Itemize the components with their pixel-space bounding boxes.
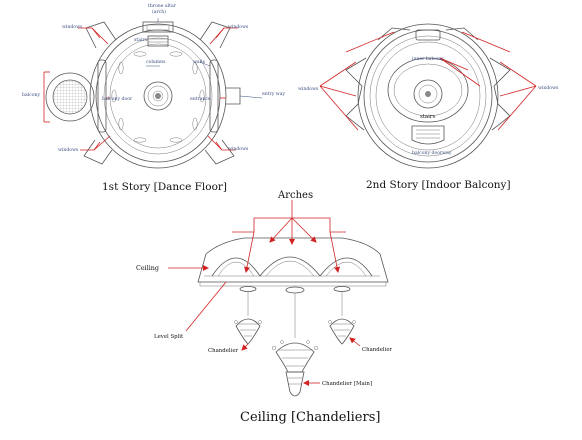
ceiling-dome	[197, 237, 389, 283]
label-chandelier-right: Chandelier	[362, 347, 393, 353]
label-windows-top-right: windows	[228, 24, 249, 30]
label-second-story-stairs: stairs	[420, 114, 435, 120]
chandelier-main-shape	[271, 340, 319, 397]
label-inner-balcony: inner balcony	[412, 56, 444, 62]
ceiling-arches	[211, 256, 373, 277]
label-windows-left: windows	[298, 86, 319, 92]
first-story-stairs	[147, 35, 169, 47]
label-windows-bottom-left: windows	[58, 147, 79, 153]
second-story-outer-wall	[357, 23, 499, 169]
first-story-window-wedges	[83, 21, 235, 165]
ceiling-section	[197, 237, 389, 397]
second-story-caption: 2nd Story [Indoor Balcony]	[366, 179, 511, 191]
ceiling-caption: Ceiling [Chandeliers]	[240, 410, 380, 425]
label-entrance: entrance	[190, 96, 211, 102]
first-story-outer-wall	[89, 23, 227, 169]
inner-balcony	[387, 57, 469, 123]
label-walls: walls	[193, 59, 206, 65]
first-story-caption: 1st Story [Dance Floor]	[102, 181, 227, 193]
label-throne-altar: throne altar	[148, 3, 177, 9]
label-balcony-door: balcony door	[102, 96, 133, 102]
label-windows-right: windows	[538, 85, 559, 91]
second-story-plan	[345, 23, 511, 169]
ceiling-guides	[168, 200, 361, 386]
second-story-stairs	[411, 125, 445, 145]
first-story-guides	[43, 27, 238, 151]
label-ceiling: Ceiling	[136, 264, 159, 272]
label-entry-way: entry way	[262, 91, 285, 97]
label-arches: Arches	[277, 190, 313, 201]
label-level-split: Level Split	[154, 334, 184, 340]
first-story-balcony	[45, 72, 95, 122]
label-arch: (arch)	[152, 8, 166, 15]
second-story-guides	[319, 31, 537, 131]
label-chandelier-main: Chandelier [Main]	[322, 381, 372, 387]
label-balcony: balcony	[22, 92, 40, 98]
label-chandelier-left: Chandelier	[208, 348, 239, 354]
label-windows-top-left: windows	[62, 24, 83, 30]
label-columns: columns	[146, 59, 166, 65]
second-story-center-rosette	[413, 79, 443, 109]
label-balcony-doorway: balcony doorway	[412, 150, 452, 156]
label-windows-bottom-right: windows	[228, 146, 249, 152]
first-story-center-rosette	[143, 81, 173, 111]
first-story-columns	[111, 51, 205, 143]
second-story-window-wedges	[345, 27, 511, 131]
first-story-leader-lines	[146, 18, 263, 99]
chandelier-left-shape	[234, 318, 262, 345]
first-story-plan	[45, 21, 241, 169]
chandelier-right-shape	[328, 318, 356, 345]
label-first-story-stairs: stairs	[134, 37, 148, 43]
